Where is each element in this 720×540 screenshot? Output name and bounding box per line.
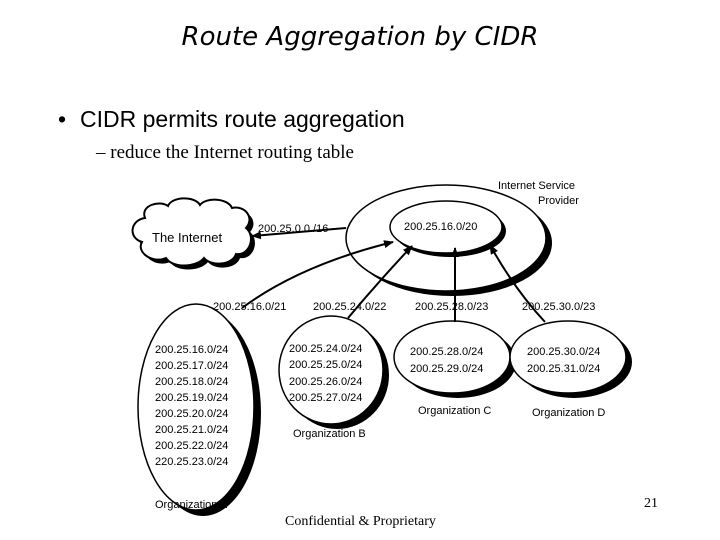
internet-route-label: 200.25.0.0./16	[258, 223, 328, 235]
org-a-prefix: 200.25.17.0/24	[155, 360, 228, 372]
org-a-prefix: 220.25.23.0/24	[155, 456, 228, 468]
org-d-label: Organization D	[532, 407, 605, 419]
org-a-prefix: 200.25.21.0/24	[155, 424, 228, 436]
arrow-org-d-to-isp	[489, 244, 546, 323]
agg-label-org-a: 200.25.16.0/21	[213, 301, 286, 313]
page-number: 21	[644, 496, 658, 511]
org-b-prefix: 200.25.26.0/24	[289, 376, 362, 388]
org-a-prefix: 200.25.22.0/24	[155, 440, 228, 452]
org-b-prefix: 200.25.24.0/24	[289, 343, 362, 355]
agg-label-org-c: 200.25.28.0/23	[415, 301, 488, 313]
org-c-label: Organization C	[418, 405, 491, 417]
org-a-ellipse	[137, 303, 255, 511]
arrow-org-a-to-isp	[241, 240, 394, 309]
agg-label-org-d: 200.25.30.0/23	[522, 301, 595, 313]
isp-prefix-label: 200.25.16.0/20	[404, 221, 477, 233]
bullet-point: • CIDR permits route aggregation	[58, 106, 405, 133]
org-a-prefix: 200.25.18.0/24	[155, 376, 228, 388]
isp-label-line2: Provider	[538, 195, 579, 207]
agg-label-org-b: 200.25.24.0/22	[313, 301, 386, 313]
org-c-prefix: 200.25.29.0/24	[410, 363, 483, 375]
org-a-prefix: 200.25.19.0/24	[155, 392, 228, 404]
org-c-prefix: 200.25.28.0/24	[410, 346, 483, 358]
org-b-prefix: 200.25.27.0/24	[289, 392, 362, 404]
org-a-prefix: 200.25.16.0/24	[155, 344, 228, 356]
org-b-ellipse	[278, 315, 384, 425]
org-d-prefix: 200.25.31.0/24	[527, 363, 600, 375]
org-d-prefix: 200.25.30.0/24	[527, 346, 600, 358]
org-b-label: Organization B	[293, 428, 366, 440]
sub-bullet: – reduce the Internet routing table	[96, 142, 354, 163]
org-d-ellipse	[509, 320, 627, 394]
bullet-dot-icon: •	[58, 106, 67, 132]
org-a-label: Organization A	[155, 499, 228, 511]
org-a-prefix: 200.25.20.0/24	[155, 408, 228, 420]
internet-label: The Internet	[152, 230, 222, 245]
slide-title: Route Aggregation by CIDR	[181, 22, 539, 52]
isp-inner-ellipse	[389, 200, 503, 254]
isp-label-line1: Internet Service	[498, 180, 575, 192]
arrow-org-b-to-isp	[347, 245, 413, 319]
bullet-text: CIDR permits route aggregation	[80, 106, 405, 132]
org-b-prefix: 200.25.25.0/24	[289, 359, 362, 371]
footer-text: Confidential & Proprietary	[285, 514, 436, 529]
internet-cloud	[131, 197, 255, 270]
arrow-isp-to-internet	[251, 227, 347, 240]
